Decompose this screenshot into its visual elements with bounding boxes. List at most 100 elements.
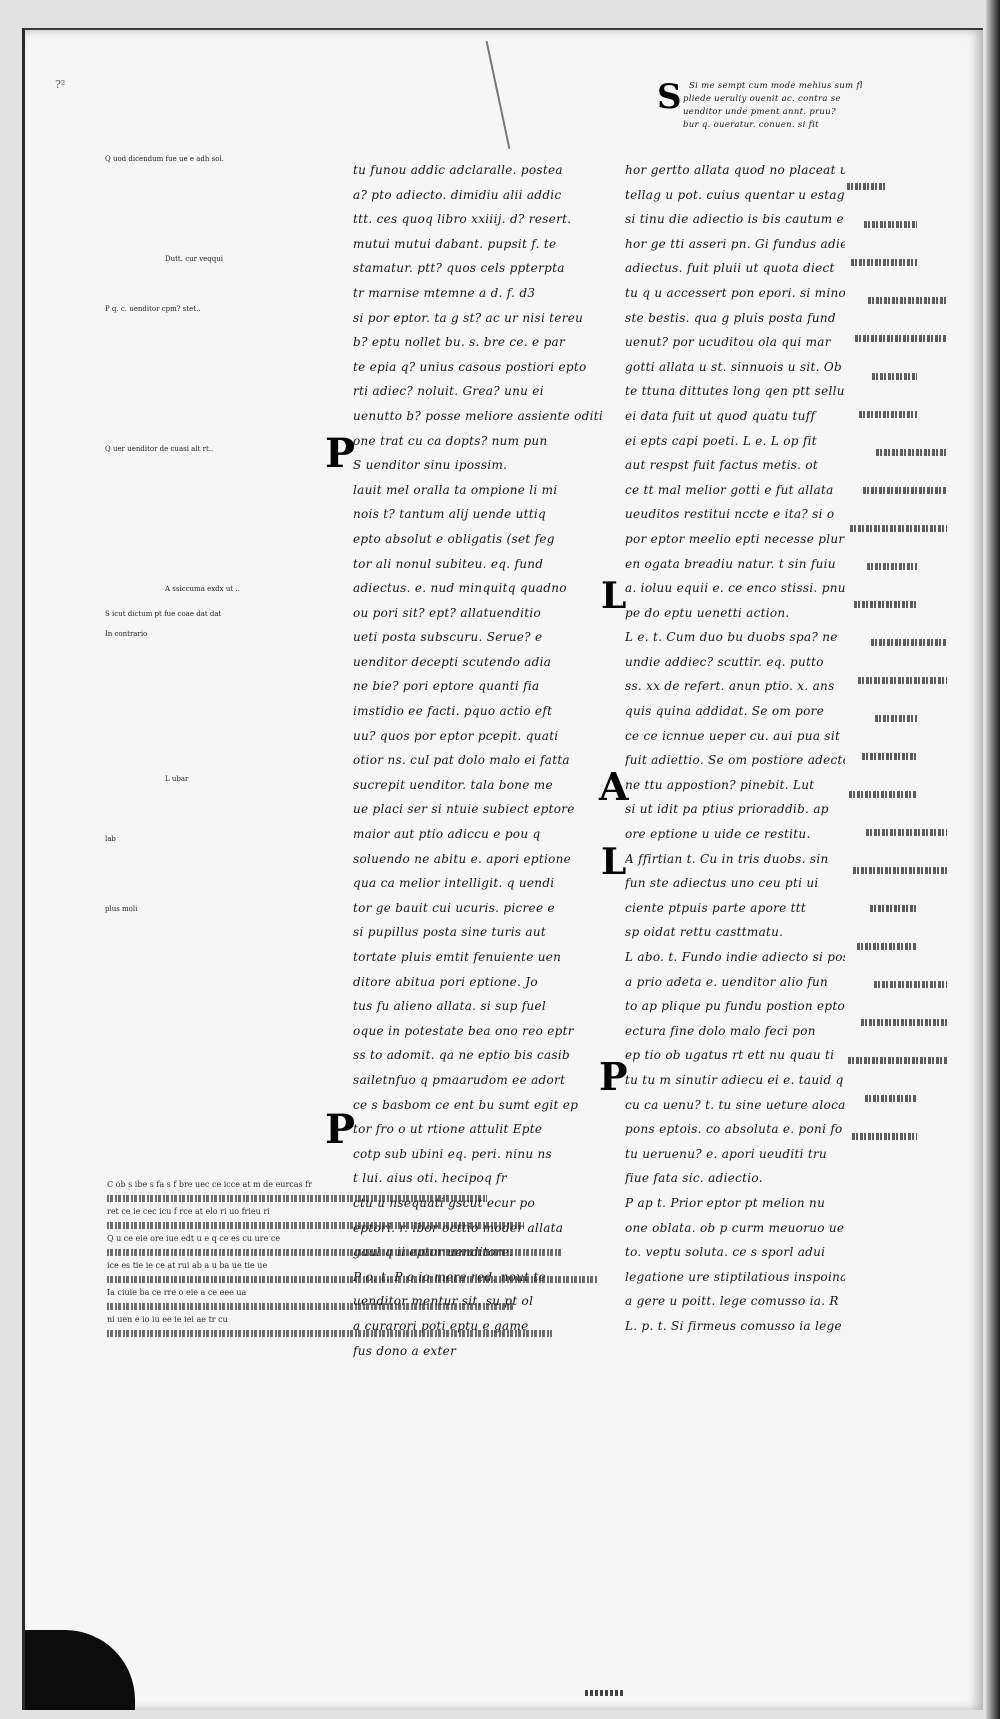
text-line: uu? quos por eptor pcepit. quati: [353, 728, 559, 743]
text-line: si por eptor. ta g st? ac ur nisi tereu: [353, 310, 584, 325]
text-line: maior aut ptio adiccu e pou q: [353, 827, 541, 842]
margin-scribble: [876, 449, 947, 456]
text-line: fiue fata sic. adiectio.: [625, 1171, 763, 1186]
text-line: undie addiec? scuttir. eq. putto: [625, 654, 824, 669]
text-line: te ttuna dittutes long qen ptt sellu: [625, 384, 845, 399]
margin-scribble: [870, 905, 917, 912]
text-line: P ap t. Prior eptor pt melion nu: [625, 1195, 826, 1210]
bottom-mark: vvi: [585, 1690, 625, 1696]
gloss-note: Q uer uenditor de cuasi alt rt..: [105, 445, 214, 453]
margin-scribble: [874, 981, 947, 988]
text-line: ditore abitua pori eptione. Jo: [353, 974, 538, 989]
gloss-note: Dutt. cur veqqui: [165, 255, 224, 263]
text-line: pe do eptu uenetti action.: [625, 605, 790, 620]
margin-scribble: [872, 373, 917, 380]
text-line: tu tu m sinutir adiecu ei e. tauid q: [625, 1072, 844, 1087]
text-line: si pupillus posta sine turis aut: [353, 925, 547, 940]
text-line: epto absolut e obligatis (set feg: [353, 531, 555, 546]
text-line: imstidio ee facti. pquo actio eft: [353, 704, 553, 719]
text-line: ueti posta subscuru. Serue? e: [353, 630, 543, 645]
initial-s: S: [657, 77, 682, 117]
text-line: si ut idit pa ptius prioraddib. ap: [625, 802, 829, 817]
text-line: t lui. aius oti. hecipoq fr: [353, 1171, 507, 1186]
text-line: tr marnise mtemne a d. f. d3: [353, 285, 536, 300]
footnote-scribble: [107, 1222, 524, 1229]
text-line: tor ali nonul subiteu. eq. fund: [353, 556, 544, 571]
gloss-note: In contrario: [105, 630, 148, 638]
text-line: ttt. ces quoq libro xxiiij. d? resert.: [353, 212, 572, 227]
margin-scribble: [865, 1095, 917, 1102]
margin-scribble: [864, 221, 917, 228]
folio-number: ?‍²: [55, 78, 66, 91]
text-line: hor ge tti asseri pn. Gi fundus adiec: [625, 236, 845, 251]
text-line: por eptor meelio epti necesse plurif: [625, 531, 845, 546]
text-line: ou pori sit? ept? allatuenditio: [353, 605, 542, 620]
gloss-note: Q uod dicendum fue ue e adh sol.: [105, 155, 224, 163]
margin-scribble: [849, 791, 917, 798]
margin-scribble: [848, 1057, 947, 1064]
margin-scribble: [867, 563, 917, 570]
text-line: tu funou addic adclaralle. postea: [353, 163, 563, 177]
text-line: ce s basbom ce ent bu sumt egit ep: [353, 1097, 579, 1112]
text-line: ectura fine dolo malo feci pon: [625, 1023, 816, 1038]
text-line: uenut? por ucuditou ola qui mar: [625, 335, 831, 350]
text-line: b? eptu nollet bu. s. bre ce. e par: [353, 335, 566, 350]
text-line: S uenditor sinu ipossim.: [353, 458, 508, 473]
margin-scribble: [871, 639, 947, 646]
footnote-scribble: [107, 1249, 561, 1256]
initial-p-right: P: [599, 1054, 628, 1099]
text-line: fus dono a exter: [353, 1343, 457, 1358]
text-line: one trat cu ca dopts? num pun: [353, 433, 548, 448]
text-line: tor fro o ut rtione attulit Epte: [353, 1122, 543, 1137]
margin-scribble: [863, 487, 947, 494]
text-line: rti adiec? noluit. Grea? unu ei: [353, 384, 544, 399]
text-line: L abo. t. Fundo indie adiecto si post: [625, 950, 845, 964]
text-line: lauit mel oralla ta ompione li mi: [353, 482, 558, 497]
text-line: otior ns. cul pat dolo malo ei fatta: [353, 753, 570, 768]
gloss-note: plus moli: [105, 905, 138, 913]
text-line: stamatur. ptt? quos cels ppterpta: [353, 261, 565, 276]
margin-scribble: [852, 1133, 917, 1140]
text-line: tu q u accessert pon epori. si minois: [625, 285, 845, 300]
text-line: si tinu die adiectio is bis cautum e: [625, 212, 844, 227]
text-line: tor ge bauit cui ucuris. picree e: [353, 900, 555, 915]
text-line: one oblata. ob p curm meuoruo uen: [625, 1220, 845, 1235]
text-line: a. ioluu equii e. ce enco stissi. pnu: [625, 581, 845, 596]
margin-scribble: [859, 411, 917, 418]
text-line: sp oidat rettu casttmatu.: [625, 925, 784, 940]
text-line: en ogata breadiu natur. t sin fuiu: [625, 556, 836, 571]
initial-p: P: [325, 430, 356, 477]
text-line: ne ttu appostion? pinebit. Lut: [625, 777, 815, 792]
text-line: L e. t. Cum duo bu duobs spa? ne: [625, 630, 838, 645]
footnote-line: C ob s ibe s fa s f bre uec ce icce at m…: [107, 1180, 312, 1189]
text-line: ue placi ser si ntuie subiect eptore: [353, 802, 575, 817]
footnote-scribble: [107, 1276, 598, 1283]
initial-l-second: L: [601, 841, 627, 883]
crease-line: [485, 40, 511, 150]
margin-scribble: [875, 715, 917, 722]
header-line: uenditor unde pment annt. pruu?: [683, 107, 836, 117]
text-line: tortate pluis emtit fenuiente uen: [353, 950, 562, 964]
margin-scribble: [862, 753, 917, 760]
text-line: to. veptu soluta. ce s sporl adui: [625, 1245, 826, 1260]
text-line: tus fu alieno allata. si sup fuel: [353, 999, 546, 1014]
text-line: hor gertto allata quod no placeat ut: [625, 163, 845, 177]
manuscript-page: ?‍² S Si me sempt cum mode mehius sum fl…: [22, 28, 983, 1710]
text-line: to ap plique pu fundu postion epto: [625, 999, 845, 1014]
margin-scribble: [851, 259, 917, 266]
initial-l: L: [601, 575, 627, 617]
text-line: sailetnfuo q pmaarudom ee adort: [353, 1072, 566, 1087]
margin-scribble: [855, 335, 947, 342]
corner-stain: [25, 1630, 135, 1710]
text-line: pons eptois. co absoluta e. poni fo: [625, 1122, 843, 1137]
text-line: ne bie? pori eptore quanti fia: [353, 679, 540, 694]
header-line: bur q. oueratur. conuen. si fit: [683, 120, 819, 130]
text-line: L. p. t. Si firmeus comusso ia lege ur: [625, 1318, 845, 1333]
footnote-scribble: [107, 1195, 487, 1202]
gloss-note: A ssiccuma exdx ut ..: [165, 585, 240, 593]
text-line: A ffirtian t. Cu in tris duobs. sin: [625, 851, 829, 866]
text-line: ei data fuit ut quod quatu tuff: [625, 408, 816, 423]
gloss-note: lab: [105, 835, 116, 843]
footnote-line: ret ce ie cec icu f rce at elo ri uo fri…: [107, 1207, 270, 1216]
text-line: tellag u pot. cuius quentar u estag.: [625, 187, 845, 202]
